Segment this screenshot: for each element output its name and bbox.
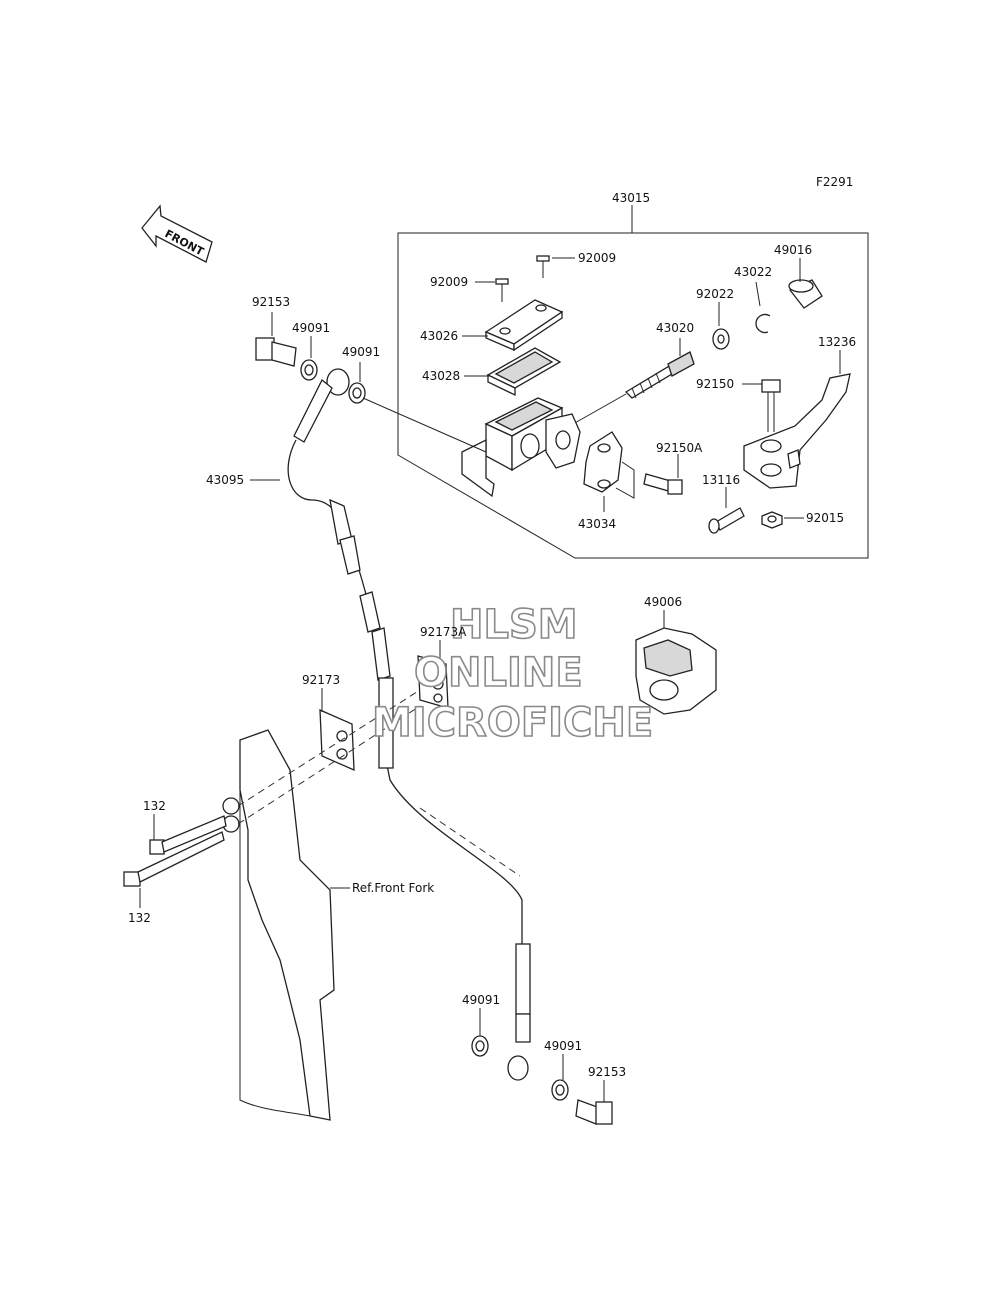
bolt-132-a <box>149 815 227 855</box>
dust-boot-49016 <box>788 279 823 309</box>
label-43020: 43020 <box>656 321 694 335</box>
front-arrow-icon: FRONT <box>141 204 213 263</box>
watermark: HLSM ONLINE MICROFICHE <box>371 601 654 747</box>
label-13116: 13116 <box>702 473 740 487</box>
label-13236: 13236 <box>818 335 856 349</box>
label-132-top: 132 <box>143 799 166 813</box>
watermark-line-3: MICROFICHE <box>372 700 653 746</box>
label-43015: 43015 <box>612 191 650 205</box>
clamp-bolt-92150A <box>643 473 683 495</box>
label-132-bottom: 132 <box>128 911 151 925</box>
clamp-43034 <box>583 431 635 499</box>
label-92153-top: 92153 <box>252 295 290 309</box>
label-92173A: 92173A <box>420 625 467 639</box>
label-43095: 43095 <box>206 473 244 487</box>
reservoir-diaphragm <box>486 347 562 397</box>
washer-92022 <box>712 328 730 350</box>
washer-49091-top-2 <box>348 382 366 404</box>
watermark-line-2: ONLINE <box>414 650 583 696</box>
nut-92015 <box>761 511 783 529</box>
circlip-43022 <box>755 313 771 334</box>
label-92009-right: 92009 <box>578 251 616 265</box>
washer-49091-bottom-2 <box>551 1079 569 1101</box>
label-ref-front-fork: Ref.Front Fork <box>352 881 434 895</box>
label-92153-bottom: 92153 <box>588 1065 626 1079</box>
hose-clamp-92173 <box>319 708 355 772</box>
watermark-line-1: HLSM <box>450 602 578 648</box>
label-49016: 49016 <box>774 243 812 257</box>
front-fork-guard <box>222 729 335 1121</box>
label-43034: 43034 <box>578 517 616 531</box>
reservoir-cap <box>484 299 564 352</box>
figure-code: F2291 <box>816 175 853 189</box>
label-92022: 92022 <box>696 287 734 301</box>
label-49006: 49006 <box>644 595 682 609</box>
brake-hose-43095 <box>287 368 531 1081</box>
assembly-box-43015: 43015 <box>397 191 869 559</box>
label-49091-bottom-1: 49091 <box>462 993 500 1007</box>
washer-49091-top-1 <box>300 359 318 381</box>
lever-cover-49006 <box>635 627 717 715</box>
label-49091-top-2: 49091 <box>342 345 380 359</box>
bolt-132-b <box>123 831 225 887</box>
piston-spring-assembly <box>565 351 695 429</box>
banjo-bolt-92153-bottom <box>575 1099 613 1125</box>
label-92173: 92173 <box>302 673 340 687</box>
reservoir-cap-screw-right <box>536 255 575 278</box>
hose-clamp-92173A <box>417 655 449 709</box>
label-49091-top-1: 49091 <box>292 321 330 335</box>
label-49091-bottom-2: 49091 <box>544 1039 582 1053</box>
brake-lever <box>743 373 851 489</box>
washer-49091-bottom-1 <box>471 1035 489 1057</box>
label-43028: 43028 <box>422 369 460 383</box>
reservoir-cap-screw-left <box>495 278 509 302</box>
pivot-bolt-13116 <box>708 507 745 534</box>
lever-pivot-bolt <box>761 379 781 432</box>
label-92009-left: 92009 <box>430 275 468 289</box>
label-92150A: 92150A <box>656 441 703 455</box>
label-92015: 92015 <box>806 511 844 525</box>
master-cylinder-body <box>461 397 581 498</box>
label-92150: 92150 <box>696 377 734 391</box>
label-43022: 43022 <box>734 265 772 279</box>
label-43026: 43026 <box>420 329 458 343</box>
banjo-bolt-92153-top <box>255 337 297 367</box>
